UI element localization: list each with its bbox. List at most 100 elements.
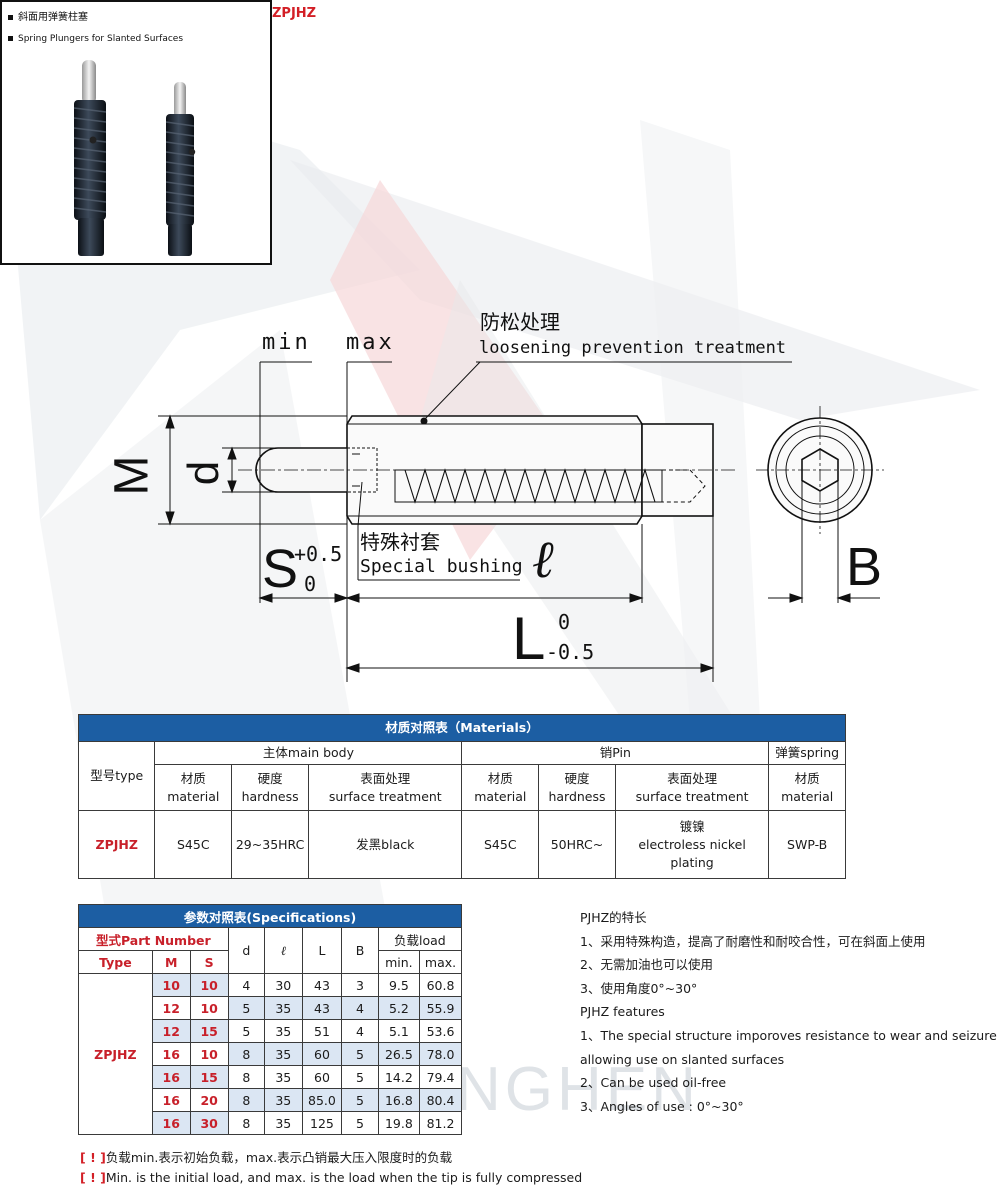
S-label: S: [262, 539, 299, 599]
specifications-table: 参数对照表(Specifications) 型式Part Number d ℓ …: [78, 904, 463, 1135]
body-material-cell: S45C: [154, 810, 233, 879]
spec-cell-S: 15: [189, 1065, 229, 1089]
type-cell: ZPJHZ: [77, 810, 156, 879]
feature-cn-1: 1、采用特殊构造，提高了耐磨性和耐咬合性，可在斜面上使用: [580, 933, 926, 949]
type-header: 型号type: [77, 741, 156, 811]
type-col-header: Type: [78, 950, 153, 974]
bullet-square-icon: [8, 36, 13, 41]
d-label: d: [179, 460, 229, 486]
spec-cell-min: 5.2: [377, 996, 421, 1020]
specs-table-title: 参数对照表(Specifications): [78, 904, 462, 928]
bushing-label-en: Special bushing: [360, 556, 523, 577]
spec-cell-M: 16: [151, 1111, 191, 1135]
spec-cell-M: 16: [151, 1065, 191, 1089]
spec-cell-d: 4: [227, 973, 265, 997]
spec-cell-L: 60: [301, 1065, 343, 1089]
max-col-header: max.: [419, 950, 462, 974]
spec-cell-d: 8: [227, 1088, 265, 1112]
spec-cell-ell: 35: [263, 1042, 303, 1066]
part-number-header: 型式Part Number: [78, 927, 229, 951]
spec-cell-min: 16.8: [377, 1088, 421, 1112]
features-list: PJHZ的特长 1、采用特殊构造，提高了耐磨性和耐咬合性，可在斜面上使用 2、无…: [580, 906, 1000, 1118]
photo-title-cn: 斜面用弹簧柱塞: [8, 8, 88, 23]
spec-cell-d: 8: [227, 1111, 265, 1135]
spec-cell-B: 5: [341, 1042, 379, 1066]
spec-cell-M: 16: [151, 1042, 191, 1066]
spec-cell-max: 80.4: [419, 1088, 462, 1112]
spec-cell-ell: 35: [263, 1088, 303, 1112]
feature-en-1a: 1、The special structure imporoves resist…: [580, 1027, 1000, 1043]
spec-cell-d: 5: [227, 1019, 265, 1043]
feature-cn-3: 3、使用角度0°~30°: [580, 980, 698, 996]
S-upper-tolerance: +0.5: [294, 542, 343, 566]
spec-cell-max: 60.8: [419, 973, 462, 997]
spec-cell-S: 10: [189, 1042, 229, 1066]
ell-header: ℓ: [263, 927, 303, 974]
spec-cell-d: 8: [227, 1042, 265, 1066]
materials-table-title: 材质对照表（Materials）: [78, 714, 846, 742]
spec-cell-L: 60: [301, 1042, 343, 1066]
spec-cell-ell: 35: [263, 1111, 303, 1135]
spec-cell-d: 5: [227, 996, 265, 1020]
S-col-header: S: [189, 950, 229, 974]
spec-cell-B: 4: [341, 1019, 379, 1043]
B-header: B: [341, 927, 379, 974]
spec-cell-min: 26.5: [377, 1042, 421, 1066]
d-header: d: [227, 927, 265, 974]
spec-cell-L: 85.0: [301, 1088, 343, 1112]
min-col-header: min.: [377, 950, 421, 974]
technical-drawing: [158, 361, 884, 682]
B-label: B: [846, 537, 883, 597]
spec-cell-min: 14.2: [377, 1065, 421, 1089]
feature-en-1b: allowing use on slanted surfaces: [580, 1051, 785, 1067]
max-label: max: [346, 330, 395, 355]
spec-cell-L: 125: [301, 1111, 343, 1135]
S-lower-tolerance: 0: [304, 572, 317, 596]
L-label: L: [512, 605, 546, 672]
spec-cell-M: 12: [151, 1019, 191, 1043]
spec-cell-ell: 35: [263, 1019, 303, 1043]
spec-cell-ell: 35: [263, 1065, 303, 1089]
spec-cell-d: 8: [227, 1065, 265, 1089]
body-hardness-cell: 29~35HRC: [231, 810, 310, 879]
main-body-header: 主体main body: [154, 741, 463, 765]
M-col-header: M: [151, 950, 191, 974]
min-label: min: [262, 330, 311, 355]
spec-cell-B: 3: [341, 973, 379, 997]
note-cn: [ ! ]负载min.表示初始负载，max.表示凸销最大压入限度时的负载: [80, 1150, 453, 1165]
spec-cell-L: 51: [301, 1019, 343, 1043]
spec-cell-L: 43: [301, 973, 343, 997]
feature-cn-2: 2、无需加油也可以使用: [580, 957, 713, 973]
ell-label: ℓ: [532, 530, 554, 590]
table-row: ZPJHZ S45C 29~35HRC 发黑black S45C 50HRC~ …: [77, 810, 846, 879]
load-notes: [ ! ]负载min.表示初始负载，max.表示凸销最大压入限度时的负载 [ !…: [80, 1148, 582, 1188]
treatment-label-en: loosening prevention treatment: [479, 338, 787, 358]
features-title-cn: PJHZ的特长: [580, 910, 647, 925]
spec-cell-S: 15: [189, 1019, 229, 1043]
spec-cell-max: 81.2: [419, 1111, 462, 1135]
M-label: M: [105, 455, 159, 496]
spec-cell-S: 30: [189, 1111, 229, 1135]
spring-header: 弹簧spring: [768, 741, 846, 765]
spec-cell-min: 5.1: [377, 1019, 421, 1043]
materials-table: 材质对照表（Materials） 型号type 主体main body 销Pin…: [77, 714, 846, 879]
spec-cell-M: 10: [151, 973, 191, 997]
bullet-square-icon: [8, 14, 13, 20]
spec-cell-B: 5: [341, 1088, 379, 1112]
pin-material-cell: S45C: [461, 810, 540, 879]
spec-cell-M: 12: [151, 996, 191, 1020]
note-en: [ ! ]Min. is the initial load, and max. …: [80, 1170, 583, 1185]
spec-cell-ell: 30: [263, 973, 303, 997]
spring-material-cell: SWP-B: [768, 810, 846, 879]
